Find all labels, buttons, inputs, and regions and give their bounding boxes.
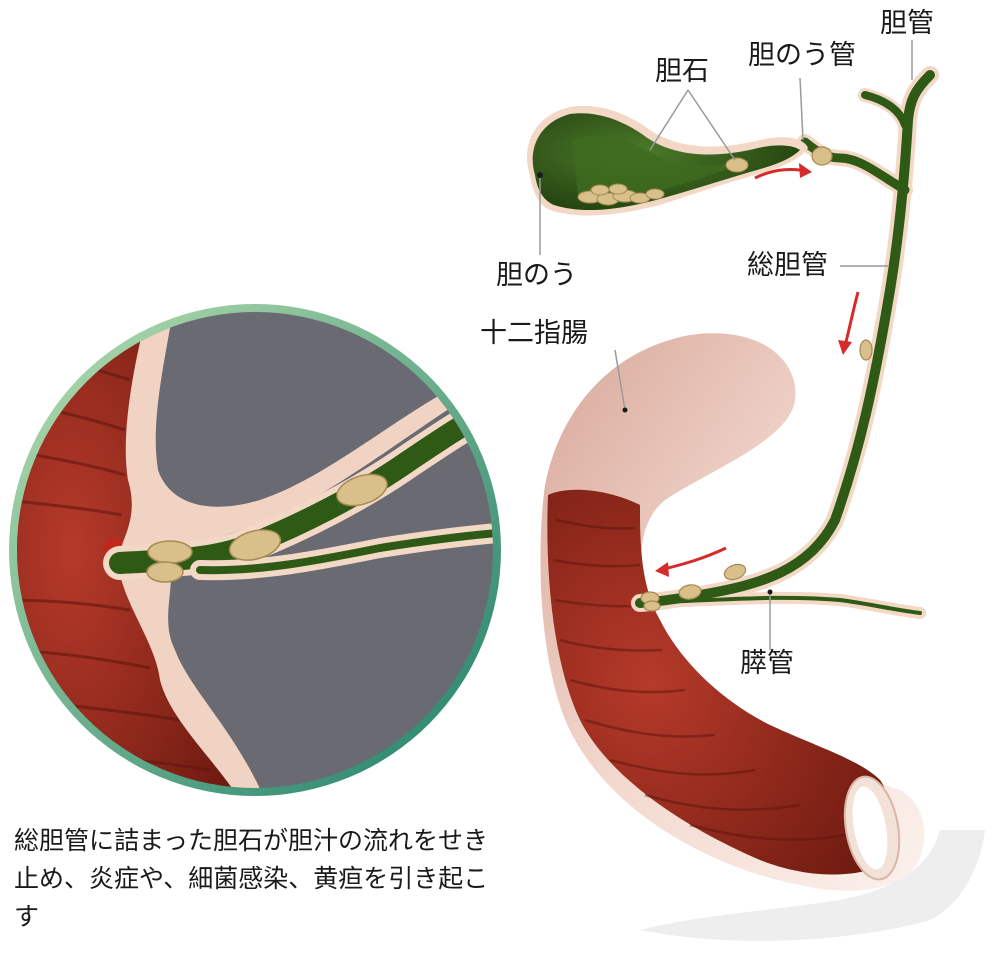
hepatic-duct-branch <box>861 91 909 129</box>
label-pancreatic-duct: 膵管 <box>740 648 794 679</box>
leader-lines <box>539 40 913 650</box>
duodenum <box>540 333 985 941</box>
label-cystic-duct: 胆のう管 <box>748 40 856 71</box>
label-gallstone: 胆石 <box>655 56 709 87</box>
label-gallbladder: 胆のう <box>496 260 577 291</box>
label-bile-duct: 胆管 <box>880 8 934 39</box>
inset-magnified-view <box>9 304 501 796</box>
label-duodenum: 十二指腸 <box>480 318 588 349</box>
inset-tissue <box>118 312 470 788</box>
caption-text: 総胆管に詰まった胆石が胆汁の流れをせき止め、炎症や、細菌感染、黄疸を引き起こす <box>14 826 489 931</box>
label-common-bile-duct: 総胆管 <box>747 250 828 281</box>
bile-ducts <box>631 66 939 619</box>
duct-gallstones <box>640 146 873 612</box>
inset-pancreatic-duct <box>196 528 493 575</box>
gallbladder <box>526 105 808 216</box>
pancreatic-duct <box>658 595 922 615</box>
duodenum-lumen <box>547 489 889 875</box>
gallbladder-stones <box>577 157 749 206</box>
inset-gallstones <box>146 473 388 583</box>
